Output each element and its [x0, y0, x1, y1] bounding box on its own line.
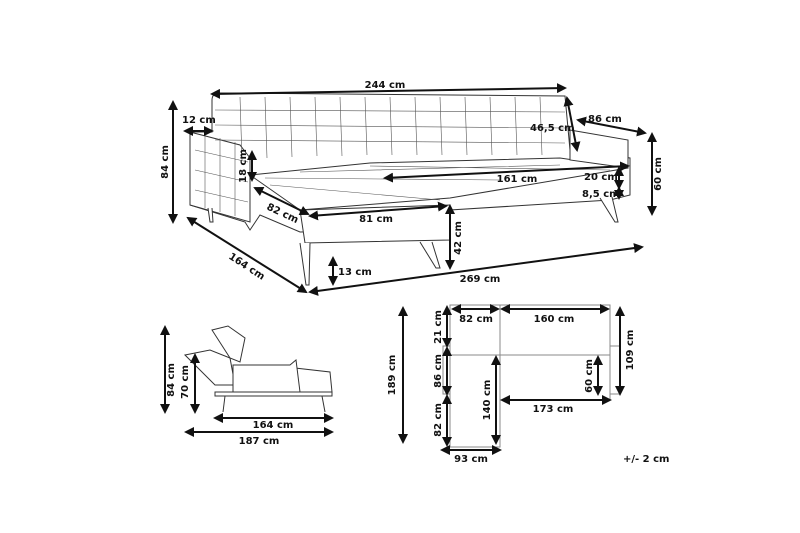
label-armrest-height: 18 cm	[238, 149, 249, 183]
label-seat-height: 42 cm	[453, 221, 464, 255]
label-right-height: 60 cm	[653, 157, 664, 191]
label-plan-main-length: 173 cm	[533, 404, 574, 415]
sofa-side-view: 84 cm 70 cm 164 cm 187 cm	[160, 325, 334, 447]
label-total-height: 84 cm	[160, 145, 171, 179]
label-side-length-total: 187 cm	[239, 436, 280, 447]
label-base-height: 8,5 cm	[582, 189, 620, 200]
label-width-total: 244 cm	[365, 80, 406, 91]
label-armrest-width: 12 cm	[182, 115, 216, 126]
label-plan-main-seat-width: 160 cm	[534, 314, 575, 325]
label-seat-length: 161 cm	[497, 174, 538, 185]
label-plan-right-seat-depth: 60 cm	[584, 359, 595, 393]
label-side-height-reclined: 70 cm	[180, 365, 191, 399]
label-length-total: 269 cm	[460, 274, 501, 285]
label-plan-right-total-depth: 109 cm	[625, 330, 636, 371]
label-plan-chaise-total-width: 93 cm	[454, 454, 488, 465]
label-left-depth: 164 cm	[226, 251, 266, 282]
label-side-length-base: 164 cm	[253, 420, 294, 431]
label-side-height-total: 84 cm	[166, 363, 177, 397]
label-backrest-height: 46,5 cm	[530, 123, 575, 134]
label-plan-chaise-seat-width: 82 cm	[459, 314, 493, 325]
label-cushion-height: 20 cm	[584, 172, 618, 183]
label-plan-chaise-length: 140 cm	[482, 380, 493, 421]
label-plan-depth-total: 189 cm	[387, 355, 398, 396]
sofa-plan-view: 189 cm 82 cm 160 cm 21 cm 109 cm 86 cm 6…	[387, 304, 636, 465]
tolerance-note: +/- 2 cm	[623, 454, 669, 465]
label-right-depth: 86 cm	[588, 114, 622, 125]
perspective-dimension-lines	[168, 83, 657, 296]
label-plan-arm-depth: 86 cm	[433, 354, 444, 388]
label-chaise-width: 81 cm	[359, 214, 393, 225]
label-plan-chaise-extension: 82 cm	[433, 403, 444, 437]
label-leg-height: 13 cm	[338, 267, 372, 278]
label-plan-back-depth: 21 cm	[433, 310, 444, 344]
